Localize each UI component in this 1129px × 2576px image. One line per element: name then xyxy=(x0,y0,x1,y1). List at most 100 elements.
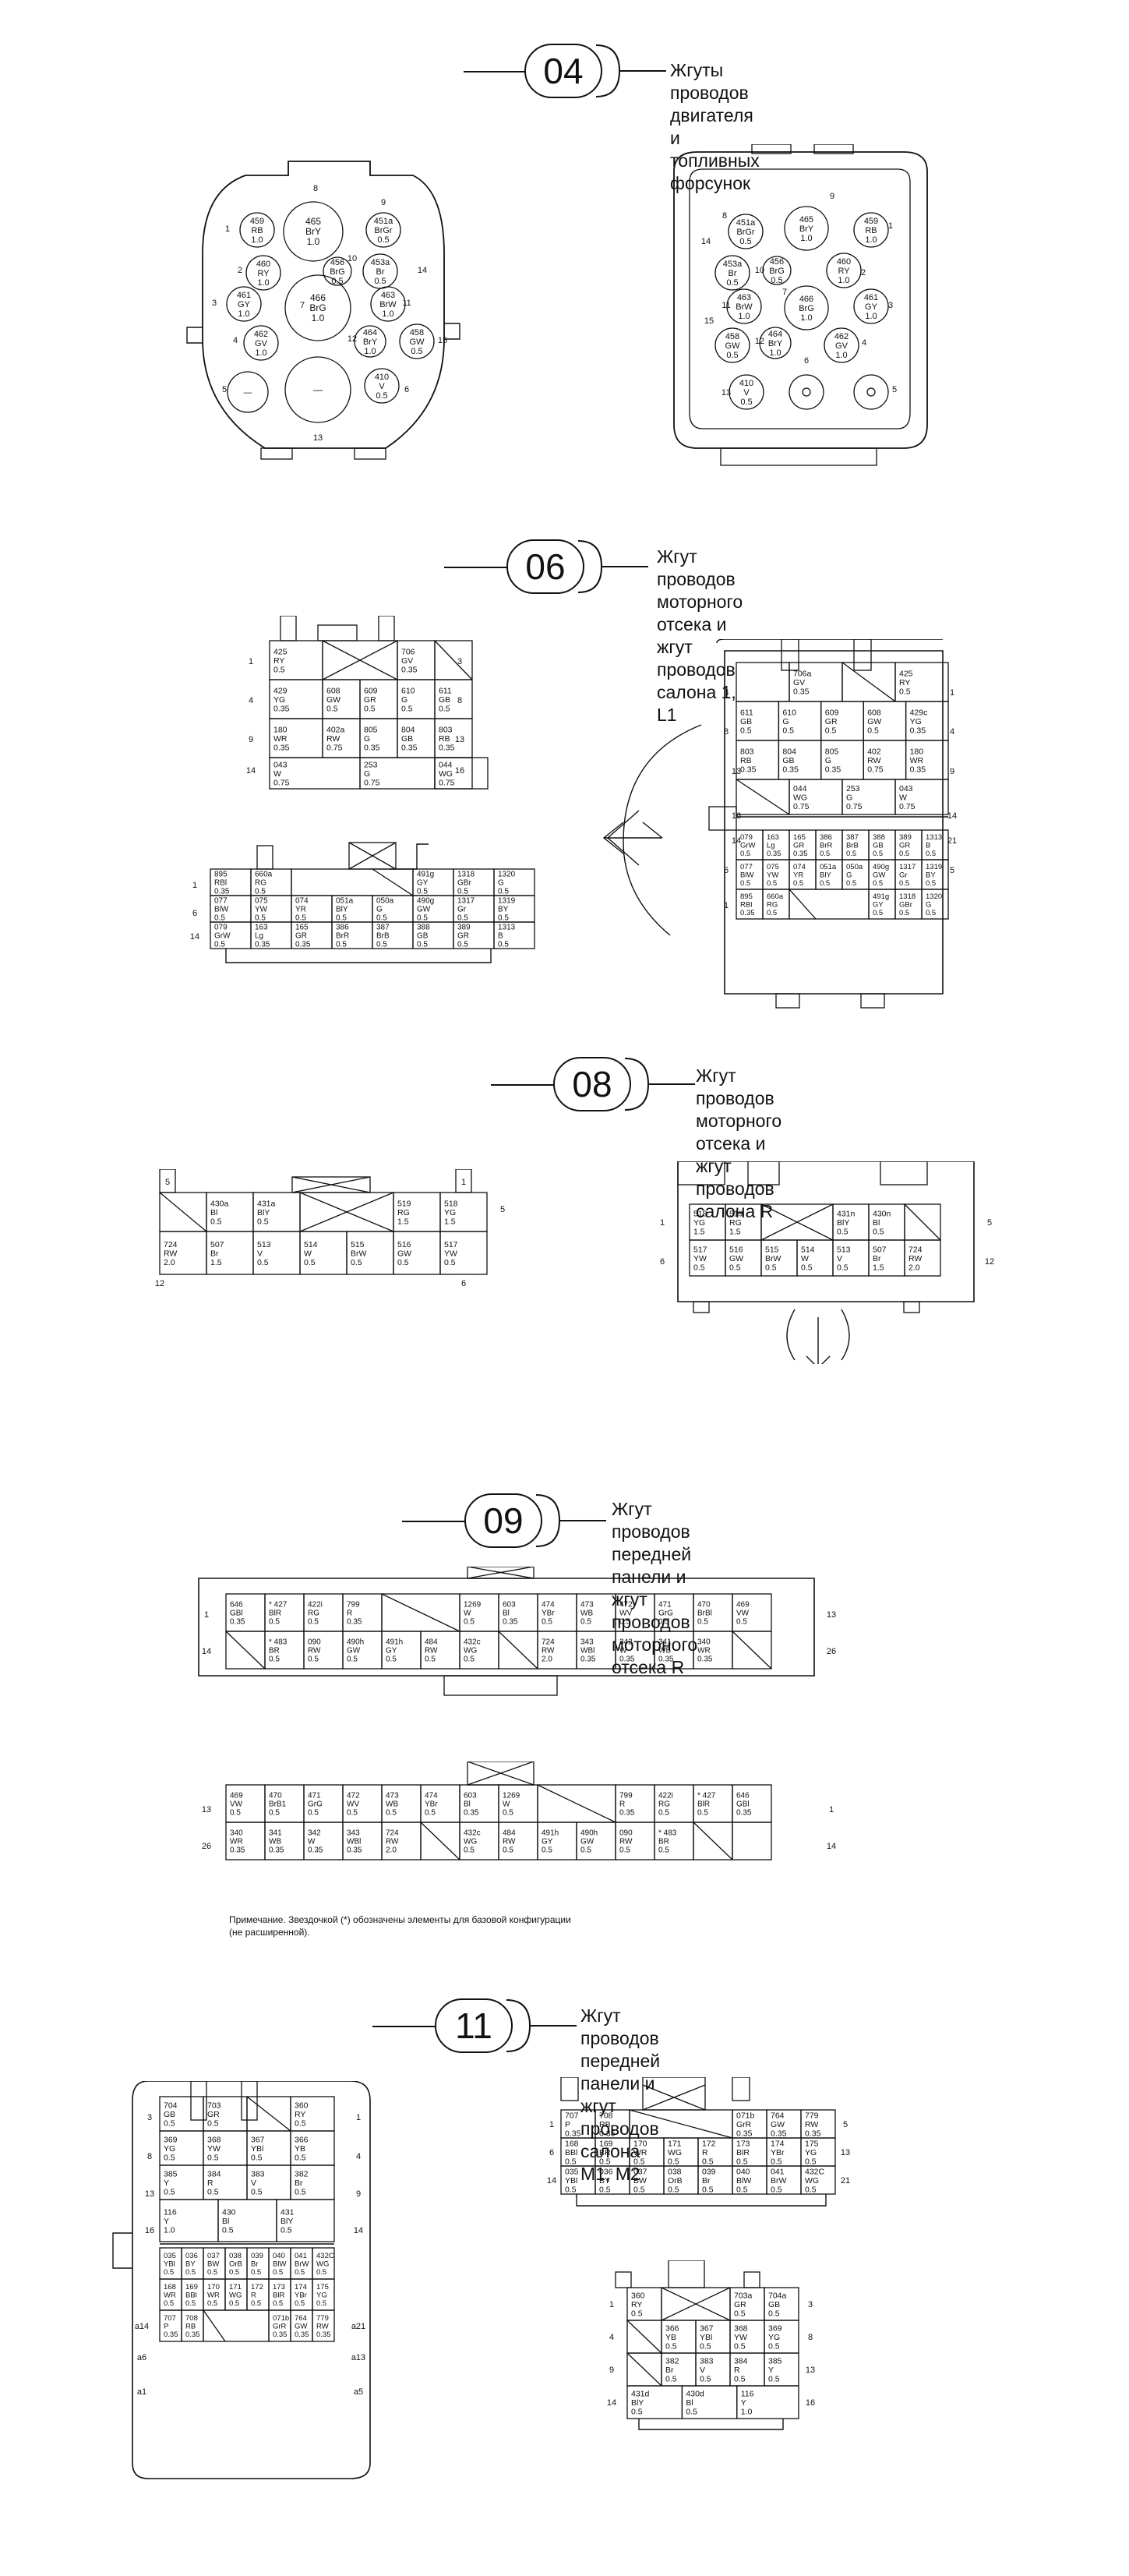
pin-dot xyxy=(866,387,876,397)
pin-label: 0.5 xyxy=(222,2225,234,2235)
mount-tab xyxy=(860,993,885,1009)
pin-label: 402 xyxy=(867,747,881,756)
pin-label: 0.5 xyxy=(767,879,777,888)
pin-number: 7 xyxy=(300,301,305,310)
pin-label: 0.5 xyxy=(767,909,777,917)
pin-label: GR xyxy=(295,932,307,941)
pin-label: P xyxy=(164,2322,168,2330)
pin-label: 169 xyxy=(599,2139,613,2148)
pin-label: 462 xyxy=(834,332,849,341)
pin-label: 0.5 xyxy=(771,276,782,285)
pin-label: 0.5 xyxy=(308,1809,319,1818)
pin-label: 1.0 xyxy=(865,235,877,245)
pin-cell xyxy=(439,1231,488,1275)
pin-label: B xyxy=(498,932,503,941)
pin-label: BlY xyxy=(820,871,831,879)
pin-label: * 483 xyxy=(269,1638,288,1647)
pin-label: 0.35 xyxy=(464,1809,479,1818)
pin-label: YW xyxy=(444,1249,457,1258)
pin-number: 13 xyxy=(455,735,464,744)
pin-label: 036 xyxy=(185,2252,198,2260)
pin-number: 13 xyxy=(806,2366,815,2375)
pin-number: 4 xyxy=(233,336,238,345)
pin-label: 514 xyxy=(304,1240,318,1249)
pin-label: 383 xyxy=(251,2169,265,2178)
pin-label: 484 xyxy=(503,1829,516,1838)
pin-label: 1.0 xyxy=(865,312,877,321)
mount-tab xyxy=(354,447,386,460)
pin-circle xyxy=(364,368,400,404)
cross-mark xyxy=(467,1567,535,1579)
pin-circle xyxy=(729,374,764,410)
pin-label: 473 xyxy=(386,1792,399,1800)
pin-label: 369 xyxy=(768,2323,782,2333)
pin-label: 0.35 xyxy=(273,2330,288,2339)
pin-label: 0.5 xyxy=(820,850,830,858)
pin-number: 9 xyxy=(249,735,253,744)
connector-inner xyxy=(689,168,911,429)
pin-number: 1 xyxy=(950,688,954,698)
pin-label: 074 xyxy=(295,897,309,906)
pin-label: RG xyxy=(308,1610,319,1618)
pin-label: 387 xyxy=(376,924,390,932)
pin-label: BlY xyxy=(257,1208,270,1217)
pin-label: 170 xyxy=(207,2283,220,2292)
pin-label: 383 xyxy=(700,2356,714,2366)
pin-label: 0.5 xyxy=(702,2185,714,2194)
pin-label: BrW xyxy=(771,2176,787,2186)
badge-curl-icon xyxy=(625,1058,695,1111)
pin-label: 1.0 xyxy=(838,276,849,285)
pin-label: 491h xyxy=(542,1829,559,1838)
pin-label: 0.5 xyxy=(417,914,428,923)
pin-label: 1317 xyxy=(899,863,916,871)
footnote: Примечание. Звездочкой (*) обозначены эл… xyxy=(229,1914,571,1938)
pin-label: 471 xyxy=(658,1601,672,1610)
pin-number: 6 xyxy=(404,385,409,394)
pin-label: GBr xyxy=(899,900,912,909)
pin-label: 0.5 xyxy=(668,2157,679,2166)
pin-label: YG xyxy=(805,2148,817,2157)
badge-curl-icon xyxy=(536,1494,606,1547)
mount-base xyxy=(720,447,877,466)
pin-label: 384 xyxy=(734,2356,748,2366)
pin-label: 0.5 xyxy=(736,1618,747,1627)
connector-08-right: 518YG1.5519RG1.5431nBlY0.5430nBl0.5517YW… xyxy=(660,1161,994,1364)
pin-label: 343 xyxy=(580,1638,594,1647)
pin-label: RW xyxy=(164,1249,177,1258)
pin-label: 382 xyxy=(665,2356,679,2366)
pin-number: 13 xyxy=(732,767,741,776)
pin-number: 9 xyxy=(609,2366,614,2375)
pin-label: 0.5 xyxy=(899,687,911,696)
pin-label: YR xyxy=(295,906,306,914)
pin-label: 2.0 xyxy=(542,1655,552,1664)
pin-label: 0.5 xyxy=(295,2299,305,2308)
pin-label: GW xyxy=(417,906,431,914)
pin-number: 6 xyxy=(804,356,809,366)
pin-label: 0.5 xyxy=(736,2185,748,2194)
pin-label: 0.5 xyxy=(457,914,468,923)
pin-label: 0.5 xyxy=(837,1263,849,1272)
pin-label: 0.5 xyxy=(668,2185,679,2194)
pin-label: 040 xyxy=(736,2167,750,2176)
empty-slot-slash xyxy=(693,1822,733,1860)
pin-label: 0.5 xyxy=(873,879,883,888)
pin-label: BrGr xyxy=(374,226,393,235)
pin-label: BlY xyxy=(837,1218,849,1228)
pin-label: 172 xyxy=(251,2283,263,2292)
pin-number: 10 xyxy=(348,254,357,263)
pin-label: 0.5 xyxy=(376,941,387,949)
connector-06-right: 706aGV0.35425RY0.5611GB0.5610G0.5609GR0.… xyxy=(602,639,957,1009)
empty-slot-slash xyxy=(225,1631,266,1670)
pin-label: 490g xyxy=(417,897,434,906)
pin-label: 342 xyxy=(308,1829,321,1838)
pin-label: 1318 xyxy=(899,892,916,901)
pin-label: 0.5 xyxy=(658,1809,669,1818)
pin-label: R xyxy=(734,2366,740,2375)
pin-label: Bl xyxy=(222,2217,229,2226)
pin-number: 7 xyxy=(782,288,787,297)
pin-label: BrW xyxy=(765,1254,781,1263)
pin-label: 0.5 xyxy=(658,1846,669,1855)
pin-label: 0.35 xyxy=(295,941,311,949)
pin-label: GB xyxy=(417,932,429,941)
pin-label: 0.35 xyxy=(580,1655,596,1664)
